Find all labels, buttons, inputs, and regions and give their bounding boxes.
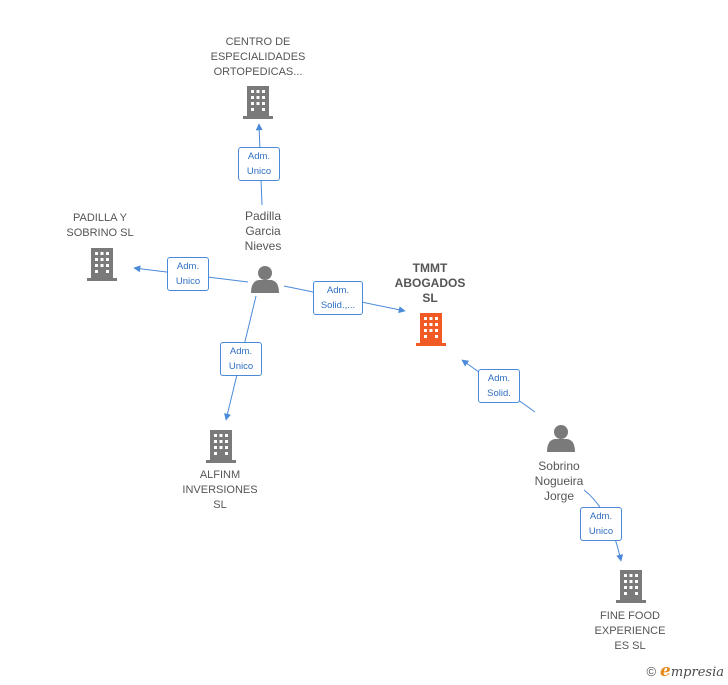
node-label-centro[interactable]: CENTRO DE ESPECIALIDADES ORTOPEDICAS...	[210, 36, 306, 78]
edge-label-to-tmmt-padilla: Adm. Solid.,...	[313, 281, 363, 315]
edge-label-to-padilla-sobrino: Adm. Unico	[167, 257, 209, 291]
building-icon	[206, 430, 236, 463]
footer-brand: © empresia	[646, 661, 724, 681]
node-label-alfinm[interactable]: ALFINM INVERSIONES SL	[182, 469, 258, 511]
building-icon	[616, 570, 646, 603]
building-icon	[416, 313, 446, 346]
building-icon	[87, 248, 117, 281]
edge-label-to-fine-food: Adm. Unico	[580, 507, 622, 541]
node-label-sobrino-person[interactable]: Sobrino Nogueira Jorge	[534, 459, 584, 503]
copyright-icon: ©	[646, 663, 657, 679]
node-label-fine-food[interactable]: FINE FOOD EXPERIENCE ES SL	[594, 610, 666, 652]
node-label-padilla-person[interactable]: Padilla Garcia Nieves	[244, 209, 282, 253]
edge-label-to-alfinm: Adm. Unico	[220, 342, 262, 376]
node-label-padilla-sobrino[interactable]: PADILLA Y SOBRINO SL	[66, 212, 134, 239]
edge-label-to-centro: Adm. Unico	[238, 147, 280, 181]
building-icon	[243, 86, 273, 119]
person-icon	[251, 266, 279, 293]
node-label-tmmt[interactable]: TMMT ABOGADOS SL	[394, 261, 466, 305]
empresia-logo: empresia	[660, 661, 724, 681]
edge-label-to-tmmt-sobrino: Adm. Solid.	[478, 369, 520, 403]
person-icon	[547, 425, 575, 452]
